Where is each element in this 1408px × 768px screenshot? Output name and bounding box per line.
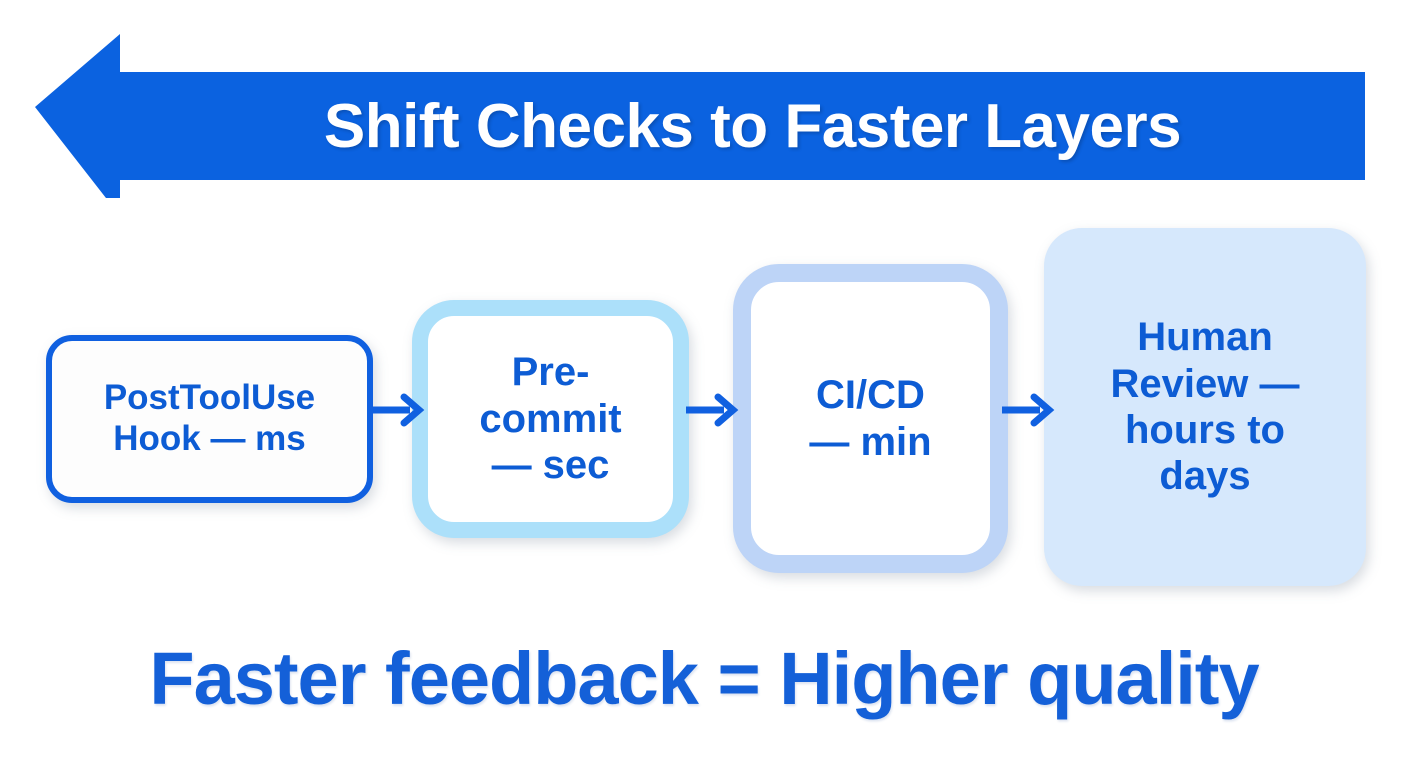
pipeline-node-human-review[interactable]: Human Review — hours to days <box>1044 228 1366 586</box>
banner-arrow-shape <box>35 34 1365 198</box>
pipeline-node-label: Human Review — hours to days <box>1110 315 1300 499</box>
pipeline-node-label: PostToolUse Hook — ms <box>103 378 316 458</box>
tagline: Faster feedback = Higher quality <box>149 637 1259 720</box>
pipeline-node-posttooluse-hook[interactable]: PostToolUse Hook — ms <box>46 335 373 503</box>
shift-left-banner-arrow: Shift Checks to Faster Layers <box>0 20 1380 198</box>
banner-arrow-polygon <box>35 34 1365 198</box>
banner-title: Shift Checks to Faster Layers <box>323 91 1182 161</box>
pipeline-node-label: CI/CD — min <box>809 373 932 464</box>
connector-arrow-icon-hook-to-precommit <box>370 386 426 434</box>
connector-arrow-icon-cicd-to-human <box>1000 386 1056 434</box>
connector-arrow-icon-precommit-to-cicd <box>684 386 740 434</box>
pipeline-node-pre-commit[interactable]: Pre- commit — sec <box>412 300 689 538</box>
pipeline-node-label: Pre- commit — sec <box>479 350 622 488</box>
pipeline-node-ci-cd[interactable]: CI/CD — min <box>733 264 1008 573</box>
